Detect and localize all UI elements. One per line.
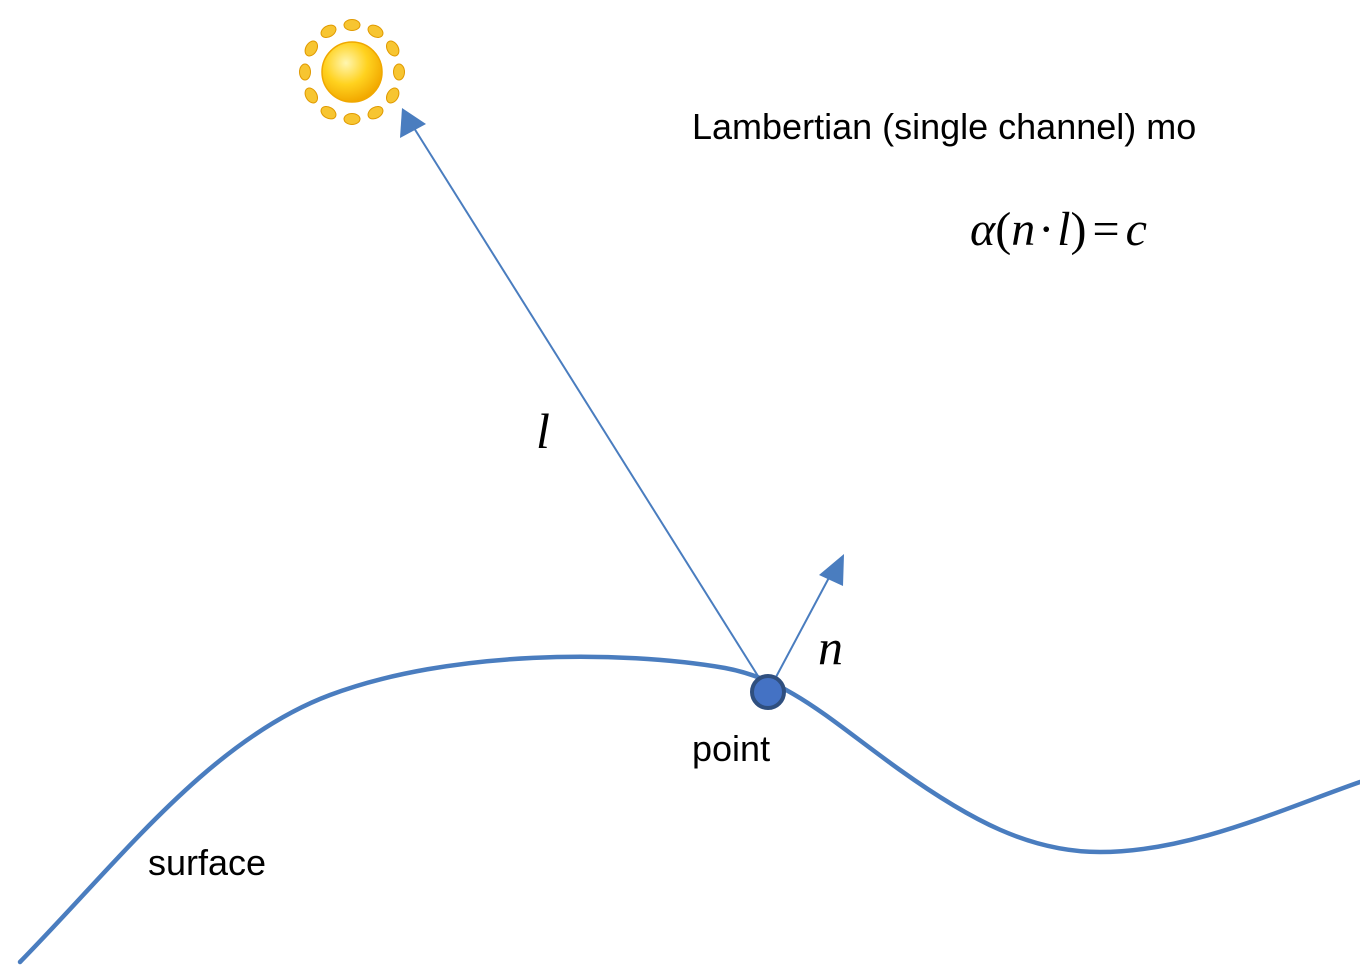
sun-ray [320, 24, 337, 39]
lambertian-equation: α(n·l)=c [970, 202, 1147, 257]
sun-ray [320, 105, 337, 120]
sun-ray [367, 24, 384, 39]
equation-open-paren: ( [995, 203, 1012, 256]
normal-vector-label: n [818, 619, 843, 675]
sun-rays [299, 19, 405, 125]
sun-ray [367, 105, 384, 120]
equation-close-paren: ) [1070, 203, 1087, 256]
normal-vector-arrow [767, 554, 844, 693]
light-vector-label: l [536, 403, 550, 459]
equation-equals: = [1092, 203, 1120, 256]
sun-disc [321, 41, 383, 103]
surface-label: surface [148, 842, 267, 883]
equation-l: l [1057, 203, 1071, 256]
sun-ray [385, 40, 400, 57]
equation-dot: · [1038, 203, 1055, 256]
equation-n: n [1011, 203, 1036, 256]
sun-ray [385, 87, 400, 104]
equation-alpha: α [970, 203, 996, 256]
equation-c: c [1125, 203, 1147, 256]
sun-ray [343, 113, 361, 125]
light-vector-arrow [400, 108, 769, 693]
sun-ray [304, 40, 319, 57]
point-marker [750, 674, 786, 710]
diagram-title: Lambertian (single channel) mo [692, 106, 1197, 147]
sun-ray [299, 63, 311, 81]
sun-ray [304, 87, 319, 104]
sun-ray [393, 63, 405, 81]
surface-curve [17, 654, 1360, 965]
sun-ray [343, 19, 361, 31]
point-label: point [692, 728, 771, 769]
sun-icon [299, 19, 405, 125]
